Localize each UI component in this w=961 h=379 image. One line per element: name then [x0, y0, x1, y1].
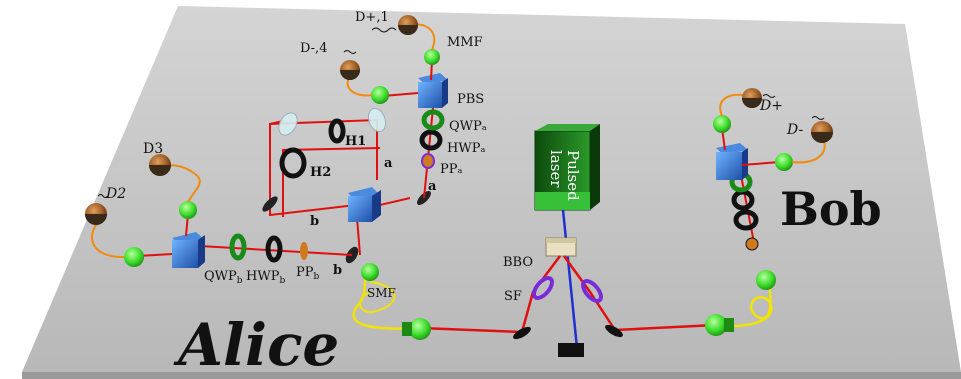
coupler-bob-d-minus — [775, 153, 793, 171]
bob-d-plus-label: D+ — [759, 98, 783, 114]
hwp-b-label: HWPb — [246, 269, 285, 286]
b-label-upper: b — [310, 214, 319, 229]
detector-bob-d-minus — [811, 121, 833, 143]
pulsed-laser — [534, 124, 600, 211]
d-plus-1-label: D+,1 — [355, 10, 389, 25]
beam-dump — [558, 343, 584, 357]
alice-label: Alice — [173, 311, 339, 379]
hwp-b-plate — [265, 235, 283, 263]
pbs-bob — [716, 143, 748, 180]
d2-label: D2 — [105, 186, 126, 202]
coupler-d2 — [124, 247, 144, 267]
smf-loop — [359, 281, 396, 313]
detector-d2 — [85, 203, 107, 225]
mirror-ifm-top-left — [278, 112, 298, 136]
signal-wave-bob-d-plus — [762, 94, 776, 98]
pump-beam — [561, 209, 579, 349]
pbs-label: PBS — [457, 92, 484, 107]
pp-a-label: PPₐ — [440, 162, 463, 177]
pp-a-plate — [421, 153, 435, 169]
laser-label-1: Pulsed — [564, 150, 582, 201]
bob-pp-plate — [745, 237, 759, 251]
bob-label: Bob — [780, 182, 882, 236]
mirror-ifm-top-right — [367, 107, 387, 133]
fiber-coupler-smf-out — [402, 318, 431, 340]
bob-beam-to-d-minus — [741, 161, 781, 166]
qwp-a-plate — [421, 109, 445, 131]
pbs-alice-center — [348, 187, 381, 222]
h2-label: H2 — [310, 165, 331, 180]
bob-fiber-loop — [715, 269, 773, 328]
coupler-d3 — [179, 201, 197, 219]
detector-bob-d-plus — [742, 88, 762, 108]
signal-wave-bob-d-minus — [811, 116, 825, 120]
interferometer — [269, 118, 411, 256]
h1-label: H1 — [345, 134, 366, 149]
bbo-label: BBO — [503, 255, 533, 270]
sf-label: SF — [504, 289, 522, 304]
h1-waveplate — [328, 118, 346, 144]
optical-table-edge — [22, 372, 961, 379]
bob-d-minus-label: D- — [786, 122, 803, 138]
beam-b-horizontal — [199, 245, 353, 256]
mirror-ifm-bottom-left — [262, 196, 278, 212]
a-label-upper: a — [384, 156, 393, 171]
coupler-bob-d-plus — [713, 115, 731, 133]
hwp-a-label: HWPₐ — [447, 141, 485, 156]
h2-waveplate — [279, 147, 307, 179]
signal-wave-d-minus-4 — [343, 50, 357, 54]
mmf-label: MMF — [447, 35, 483, 50]
detector-d3 — [149, 154, 171, 176]
hwp-a-plate — [419, 129, 443, 151]
qwp-b-label: QWPb — [204, 269, 243, 286]
fiber-coupler-smf-in — [361, 263, 379, 281]
coupler-bob-out — [705, 314, 734, 336]
smf-fiber — [352, 269, 421, 330]
pbs-alice-b — [172, 232, 205, 268]
pp-b-plate — [300, 242, 308, 260]
laser-label-2: laser — [547, 150, 565, 188]
pbs-alice-a — [418, 73, 448, 108]
detector-d-minus-4 — [340, 60, 360, 80]
b-label-lower: b — [333, 263, 342, 278]
a-label-lower: a — [428, 179, 437, 194]
sf-filter-right — [581, 279, 603, 303]
signal-wave-d2 — [97, 194, 109, 198]
coupler-bob-in — [756, 270, 776, 290]
coupler-d-plus-1 — [424, 49, 440, 65]
coupler-d-minus-4 — [371, 86, 389, 104]
d3-label: D3 — [143, 141, 163, 157]
detector-d-plus-1 — [398, 15, 418, 35]
spdc-beam-alice — [419, 255, 561, 334]
sf-filter-left — [532, 276, 554, 300]
bbo-crystal — [545, 237, 577, 257]
qwp-a-label: QWPₐ — [449, 119, 487, 134]
mirror-pump-right — [605, 324, 623, 338]
pp-b-label: PPb — [296, 265, 320, 282]
mirror-pump-left — [513, 326, 531, 340]
smf-label: SMF — [367, 286, 396, 300]
d-minus-4-label: D-,4 — [300, 41, 327, 56]
bob-hwp-plate — [733, 209, 759, 231]
qwp-b-plate — [229, 233, 247, 261]
spdc-beam-bob — [562, 255, 717, 332]
signal-wave-d-plus-1 — [371, 27, 397, 33]
